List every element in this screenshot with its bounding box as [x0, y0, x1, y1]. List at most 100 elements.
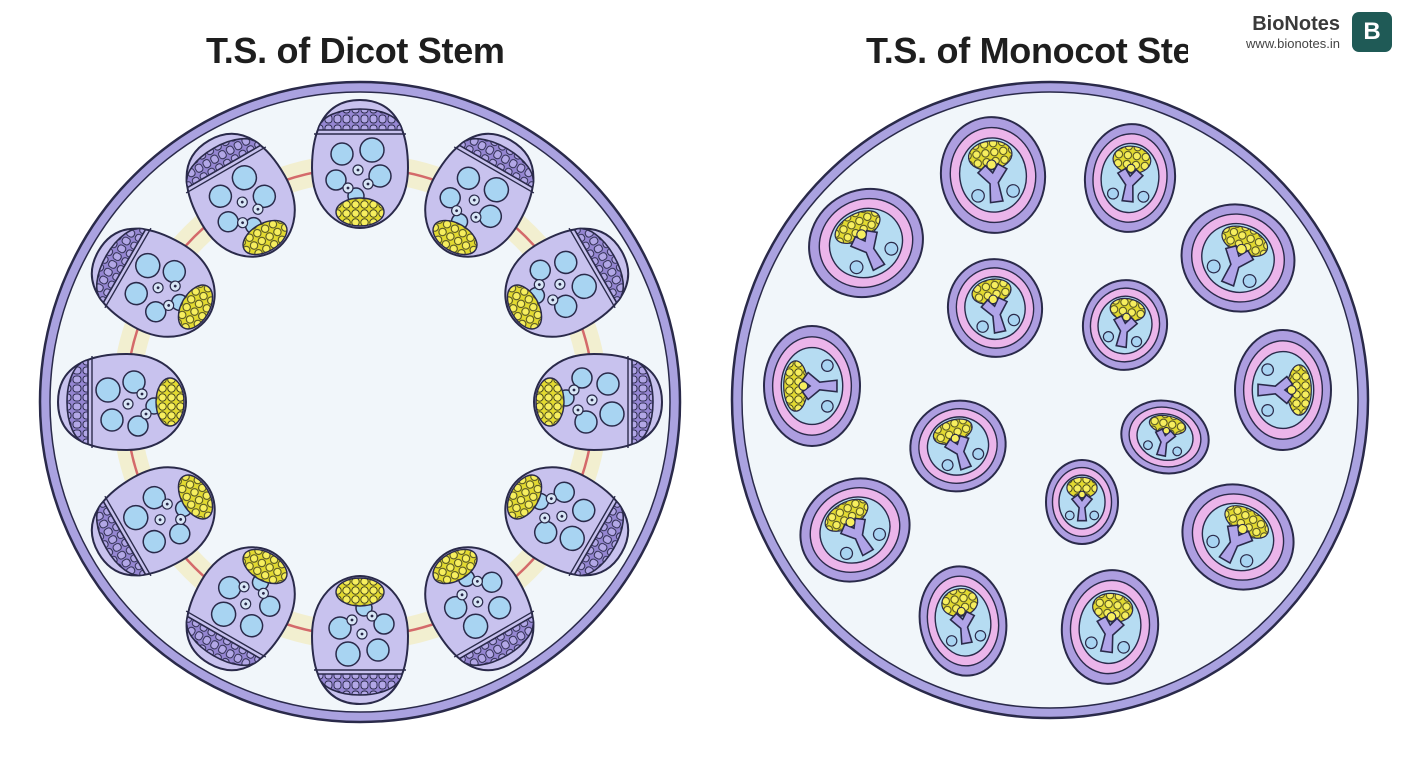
dicot-vascular-bundle [185, 546, 296, 671]
monocot-vessel [1117, 640, 1130, 654]
xylem-vessel [533, 520, 558, 545]
xylem-vessel [359, 137, 385, 163]
protoxylem-nucleus [576, 408, 580, 412]
brand-block[interactable]: BioNotes www.bionotes.in B [1246, 12, 1392, 52]
dicot-phloem-patch [432, 219, 478, 256]
dicot-vascular-bundle [310, 98, 410, 230]
xylem-vessel [210, 601, 237, 627]
monocot-stem [730, 80, 1370, 720]
xylem-vessel [335, 641, 361, 667]
xylem-vessel [373, 613, 395, 635]
xylem-vessel [559, 525, 585, 552]
xylem-vessel [142, 529, 166, 554]
dicot-vascular-bundles [56, 98, 664, 706]
monocot-phloem-patch [941, 588, 979, 618]
protoxylem-nucleus [158, 518, 162, 522]
monocot-metaxylem-core [1096, 615, 1126, 654]
dicot-phloem-patch [177, 284, 214, 330]
brand-logo-icon[interactable]: B [1352, 12, 1392, 52]
protoxylem-nucleus [455, 209, 459, 213]
protoxylem-nucleus [165, 502, 169, 506]
monocot-vessel [1084, 636, 1098, 650]
monocot-metaxylem-core [949, 610, 976, 645]
xylem-vessel [325, 169, 347, 191]
protoxylem-nucleus [356, 168, 360, 172]
xylem-vessel [123, 504, 149, 531]
monocot-protoxylem [956, 606, 966, 616]
protoxylem-nucleus [366, 182, 370, 186]
monocot-vessel [1137, 190, 1150, 203]
protoxylem-nucleus [560, 514, 564, 518]
xylem-vessel [571, 273, 597, 300]
brand-url[interactable]: www.bionotes.in [1246, 36, 1340, 51]
xylem-vessel [462, 613, 489, 639]
xylem-vessel [481, 571, 503, 593]
monocot-vessel [1130, 336, 1143, 348]
monocot-vascular-bundle [1060, 569, 1160, 685]
monocot-vessel [1239, 554, 1254, 568]
monocot-protoxylem [1078, 490, 1086, 499]
xylem-vessel [529, 259, 551, 281]
monocot-protoxylem [1162, 426, 1171, 435]
dicot-sclerenchyma-cap [573, 500, 624, 577]
monocot-vascular-bundle [918, 565, 1008, 677]
dicot-sclerenchyma-cap [185, 615, 262, 666]
monocot-protoxylem [798, 381, 809, 391]
protoxylem-nucleus [179, 517, 183, 521]
protoxylem-nucleus [144, 412, 148, 416]
protoxylem-nucleus [590, 398, 594, 402]
monocot-vessel [976, 320, 989, 333]
dicot-bundle-outline [56, 352, 188, 452]
dicot-vascular-bundle [185, 133, 296, 258]
monocot-vascular-bundle [939, 116, 1047, 234]
dicot-vascular-bundle [310, 574, 410, 706]
monocot-protoxylem [856, 229, 867, 240]
dicot-cap-boundary [453, 610, 535, 658]
monocot-vessel [839, 546, 854, 560]
monocot-metaxylem-core [1116, 167, 1145, 203]
dicot-cap-boundary [568, 227, 616, 309]
protoxylem-nucleus [549, 497, 553, 501]
monocot-vessel [1261, 404, 1275, 417]
monocot-vessel [820, 400, 834, 413]
dicot-phloem-patch [506, 474, 543, 520]
protoxylem-nucleus [572, 388, 576, 392]
protoxylem-nucleus [156, 286, 160, 290]
xylem-vessel [574, 410, 598, 434]
xylem-vessel [456, 166, 481, 190]
protoxylem-nucleus [543, 516, 547, 520]
protoxylem-nucleus [241, 221, 245, 225]
monocot-vessel [1172, 446, 1183, 457]
dicot-cortex [49, 91, 671, 713]
dicot-cap-boundary [104, 227, 152, 309]
monocot-protoxylem [845, 517, 856, 528]
monocot-vascular-bundle [799, 477, 911, 583]
dicot-phloem-patch [432, 548, 478, 585]
dicot-bundle-outline [310, 574, 410, 706]
protoxylem-nucleus [261, 591, 265, 595]
monocot-phloem-patch [1112, 145, 1152, 174]
monocot-vessel [1261, 363, 1275, 376]
monocot-vascular-bundle [909, 399, 1007, 493]
dicot-cap-boundary [453, 146, 535, 194]
monocot-vessel [872, 527, 887, 541]
monocot-vessel [945, 635, 958, 647]
dicot-sclerenchyma-cap [317, 108, 403, 131]
protoxylem-nucleus [240, 200, 244, 204]
xylem-vessel [478, 204, 503, 229]
dicot-cap-boundary [568, 495, 616, 577]
monocot-vascular-bundle [763, 325, 861, 447]
dicot-sclerenchyma-cap [317, 673, 403, 696]
monocot-protoxylem [1236, 243, 1247, 255]
dicot-vascular-bundle [532, 352, 664, 452]
xylem-vessel [328, 616, 352, 640]
monocot-vessel [849, 260, 864, 275]
monocot-stem-title: T.S. of Monocot Stem [866, 30, 1188, 71]
monocot-protoxylem [950, 433, 960, 443]
brand-name: BioNotes [1252, 13, 1340, 35]
dicot-phloem-patch [535, 377, 565, 427]
xylem-vessel [135, 252, 161, 279]
protoxylem-nucleus [551, 298, 555, 302]
monocot-metaxylem-core [976, 162, 1008, 204]
monocot-vessel [1102, 331, 1115, 343]
